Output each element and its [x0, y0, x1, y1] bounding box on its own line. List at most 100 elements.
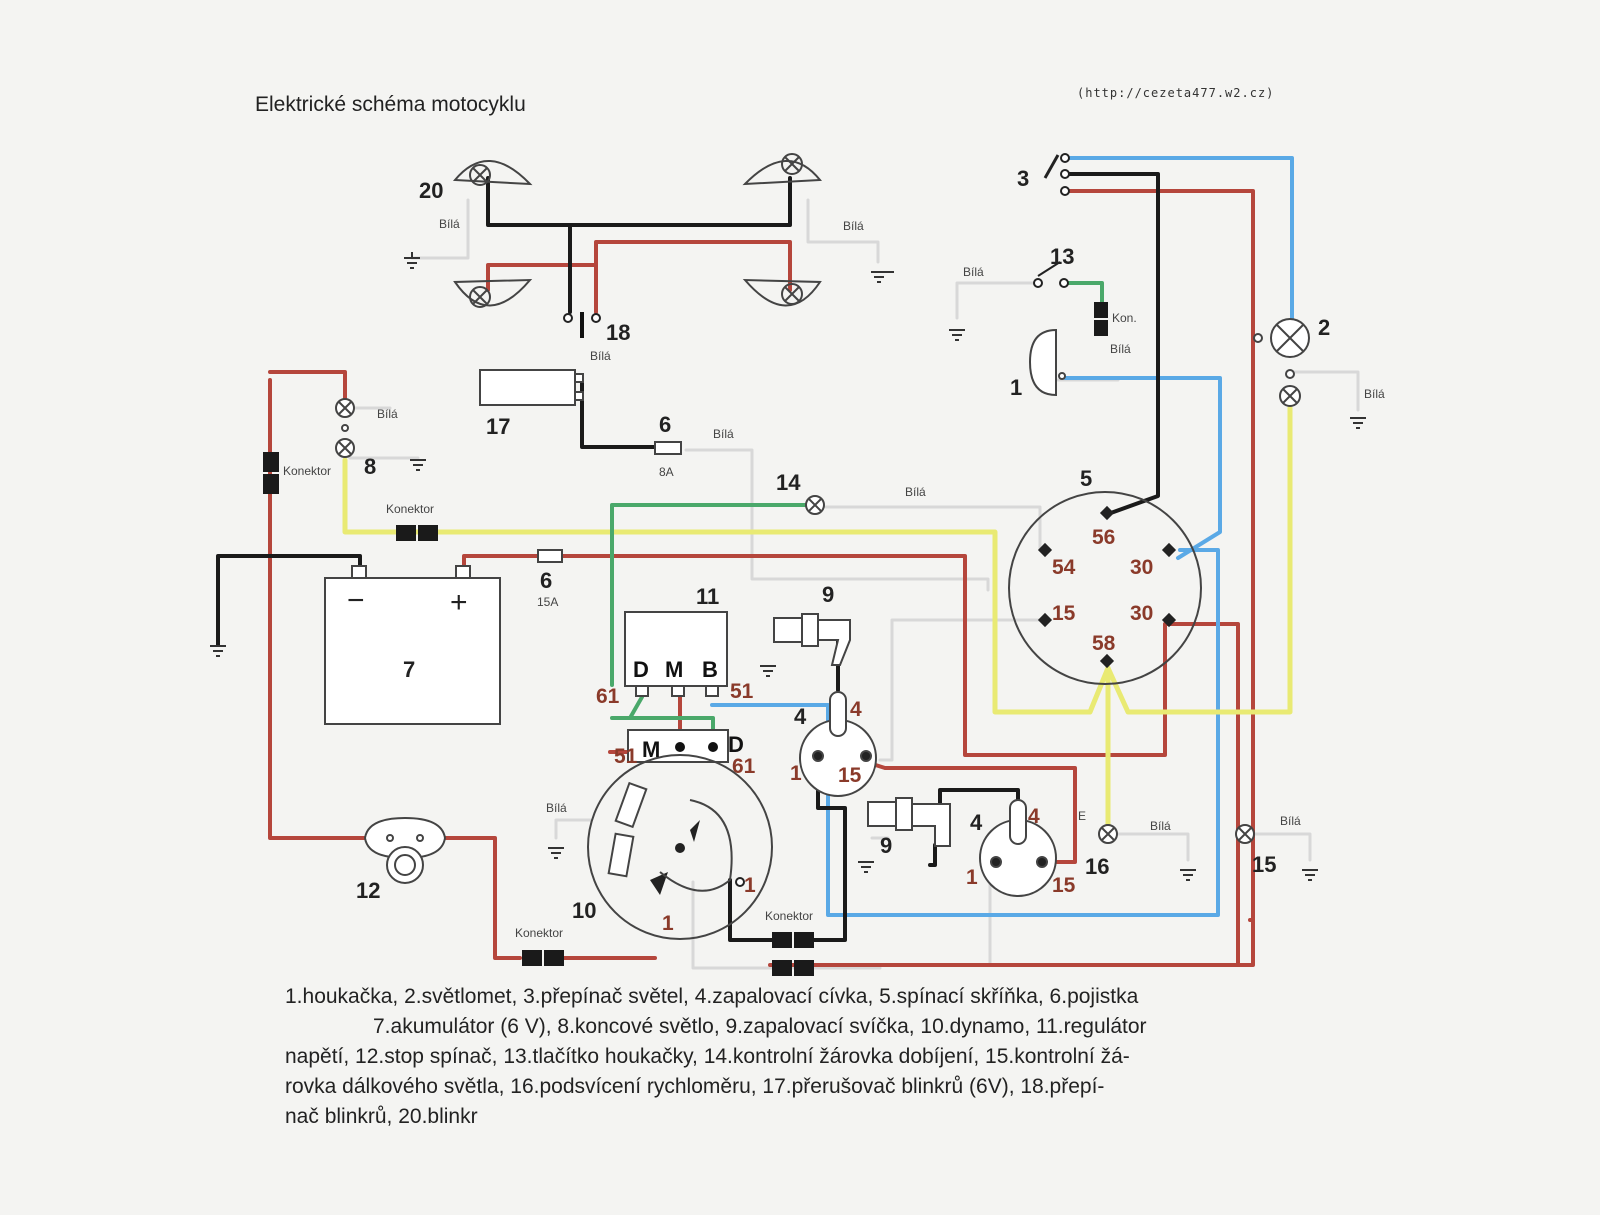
fuses [537, 441, 682, 563]
ground-label: Bílá [590, 349, 611, 363]
connector-icon [418, 525, 438, 541]
label-fuse-15a: 6 [540, 568, 552, 593]
ignition-coil-icon [799, 691, 877, 797]
ground-icon [871, 271, 894, 283]
label-coil-b: 4 [970, 810, 983, 835]
ground-icon [410, 459, 426, 471]
blinker-icon [742, 153, 822, 186]
fuse-rating-15a: 15A [537, 595, 558, 609]
ground-icon [1180, 869, 1196, 881]
connector-icon [794, 960, 814, 976]
connector-label: Konektor [386, 502, 434, 516]
connector-icon [1094, 320, 1108, 336]
caption-line: 7.akumulátor (6 V), 8.koncové světlo, 9.… [373, 1015, 1147, 1038]
terminal-labels: 56 54 30 15 30 58 61 51 51 61 1 1 4 1 15… [596, 526, 1153, 935]
device-letters: D M B M D [633, 657, 744, 762]
label-stop-switch: 12 [356, 878, 380, 903]
fuse-rating-8a: 8A [659, 465, 674, 479]
contact-dot [341, 424, 349, 432]
ground-icon [210, 645, 226, 657]
connector-label: Konektor [283, 464, 331, 478]
battery-minus: − [347, 584, 365, 617]
dynamo-terminal-1-a: 1 [662, 912, 674, 935]
legend-caption: 1.houkačka, 2.světlomet, 3.přepínač svět… [285, 982, 1345, 1132]
charge-indicator-bulb-icon [805, 495, 825, 515]
horn-button-icon [1033, 261, 1069, 288]
caption-line: rovka dálkového světla, 16.podsvícení ry… [285, 1075, 1105, 1098]
ground-label: Bílá [1150, 819, 1171, 833]
ground-label: Bílá [377, 407, 398, 421]
label-dynamo: 10 [572, 898, 596, 923]
blinker-icon [452, 159, 533, 186]
connector-icon [544, 950, 564, 966]
source-url: (http://cezeta477.w2.cz) [1077, 86, 1275, 100]
terminal-30-a: 30 [1130, 556, 1153, 579]
ground-label: Bílá [1364, 387, 1385, 401]
coil-b-terminal-4: 4 [1028, 805, 1040, 828]
horn-icon [1028, 328, 1066, 397]
connector-icon [396, 525, 416, 541]
diagram-title: Elektrické schéma motocyklu [255, 93, 526, 116]
ignition-coils [799, 691, 1057, 897]
fuse-8a-icon [654, 441, 682, 455]
connector-icon [263, 452, 279, 472]
component-numbers: 1 2 3 4 4 5 6 6 7 8 9 9 10 11 12 13 14 1… [356, 166, 1330, 923]
regulator-terminal-51: 51 [730, 680, 754, 703]
ground-label: Bílá [905, 485, 926, 499]
connector-icon [263, 474, 279, 494]
label-regulator: 11 [696, 584, 719, 609]
dynamo-terminal-61: 61 [732, 755, 756, 778]
caption-line: nač blinkrů, 20.blinkr [285, 1105, 478, 1128]
label-blinker: 20 [419, 178, 443, 203]
ground-label: Bílá [1110, 342, 1131, 356]
connector-icon [1094, 302, 1108, 318]
label-switch-box: 5 [1080, 466, 1092, 491]
fuse-15a-icon [537, 549, 563, 563]
contact-dot [1285, 369, 1295, 379]
ground-icon [760, 665, 776, 677]
ground-label: Bílá [843, 219, 864, 233]
caption-line: napětí, 12.stop spínač, 13.tlačítko houk… [285, 1045, 1130, 1068]
stop-switch-icon [363, 816, 447, 884]
small-labels: Bílá Bílá Bílá Bílá Bílá Bílá Bílá Bílá … [283, 217, 1385, 940]
connector-label: Konektor [765, 909, 813, 923]
label-flasher: 17 [486, 414, 510, 439]
connector-icon [772, 932, 792, 948]
ground-icon [548, 847, 564, 859]
coil-a-terminal-1: 1 [790, 762, 802, 785]
ground-icon [949, 329, 965, 341]
label-blinker-switch: 18 [606, 320, 630, 345]
light-switch-icon [1043, 153, 1070, 196]
blue-wires [710, 156, 1294, 917]
connector-icon [772, 960, 792, 976]
yellow-wires [342, 405, 1293, 831]
bulbs [335, 318, 1310, 844]
ground-label: Bílá [439, 217, 460, 231]
connectors [263, 302, 1108, 976]
ground-label: Bílá [1280, 814, 1301, 828]
ignition-coil-icon [979, 799, 1057, 897]
label-tail-light: 8 [364, 454, 376, 479]
connector-label: Konektor [515, 926, 563, 940]
battery-signs: − + [347, 584, 468, 619]
flasher-relay-icon [479, 369, 584, 406]
ground-symbols [210, 252, 1366, 881]
label-spark-plug-b: 9 [880, 833, 892, 858]
ground-icon [404, 252, 420, 269]
connector-icon [794, 932, 814, 948]
label-battery: 7 [403, 657, 415, 682]
label-spark-plug-a: 9 [822, 582, 834, 607]
coil-b-terminal-1: 1 [966, 866, 978, 889]
label-fuse-8a: 6 [659, 412, 671, 437]
label-charge-indicator: 14 [776, 470, 801, 495]
label-coil-a: 4 [794, 704, 807, 729]
high-beam-indicator-bulb-icon [1235, 824, 1255, 844]
label-horn: 1 [1010, 375, 1022, 400]
regulator-letter-m: M [665, 657, 683, 682]
label-headlight: 2 [1318, 315, 1330, 340]
ground-icon [1302, 869, 1318, 881]
parking-bulb-icon [1279, 385, 1301, 407]
ground-label: Bílá [713, 427, 734, 441]
